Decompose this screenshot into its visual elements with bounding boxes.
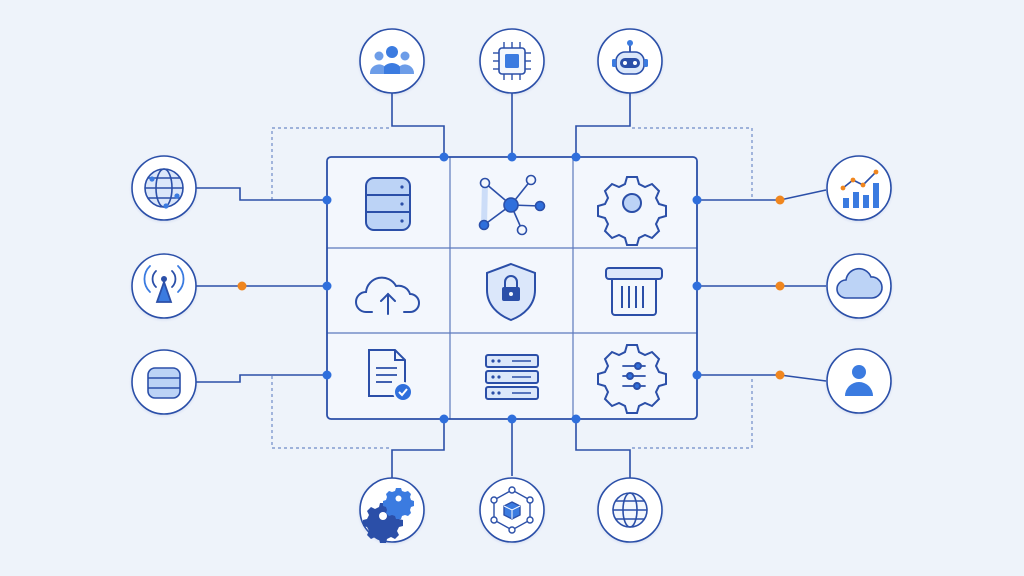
database-icon	[147, 367, 181, 399]
connector-globe-network	[196, 187, 327, 201]
robot-icon	[612, 40, 648, 75]
cpu-chip-icon	[493, 42, 531, 80]
gears-icon	[363, 488, 414, 543]
cloud-upload-icon	[355, 276, 420, 315]
connector-robot	[575, 92, 631, 157]
server-rack-icon	[485, 354, 539, 400]
document-check-icon	[368, 349, 413, 402]
connector-user	[697, 374, 827, 382]
users-group-icon	[369, 46, 415, 74]
globe-network-icon	[144, 168, 184, 209]
connector-gears	[391, 419, 445, 478]
antenna-icon	[143, 265, 185, 303]
connector-database	[196, 374, 327, 383]
network-graph-icon	[478, 174, 546, 236]
database-stack-icon	[365, 177, 411, 231]
cloud-icon	[836, 267, 883, 299]
connector-users	[391, 92, 445, 157]
grid-connection-nodes	[322, 152, 702, 424]
dashed-outer-frame	[271, 127, 753, 449]
blockchain-icon	[490, 486, 534, 534]
analytics-chart-icon	[840, 169, 879, 208]
globe-icon	[612, 492, 648, 528]
gear-settings-icon	[597, 344, 667, 414]
orange-signal-nodes	[237, 195, 785, 380]
connector-analytics	[697, 189, 827, 201]
shield-lock-icon	[486, 262, 536, 322]
gear-icon	[597, 176, 667, 246]
user-icon	[845, 365, 873, 396]
connector-globe	[575, 419, 631, 478]
storage-bin-icon	[605, 267, 663, 316]
